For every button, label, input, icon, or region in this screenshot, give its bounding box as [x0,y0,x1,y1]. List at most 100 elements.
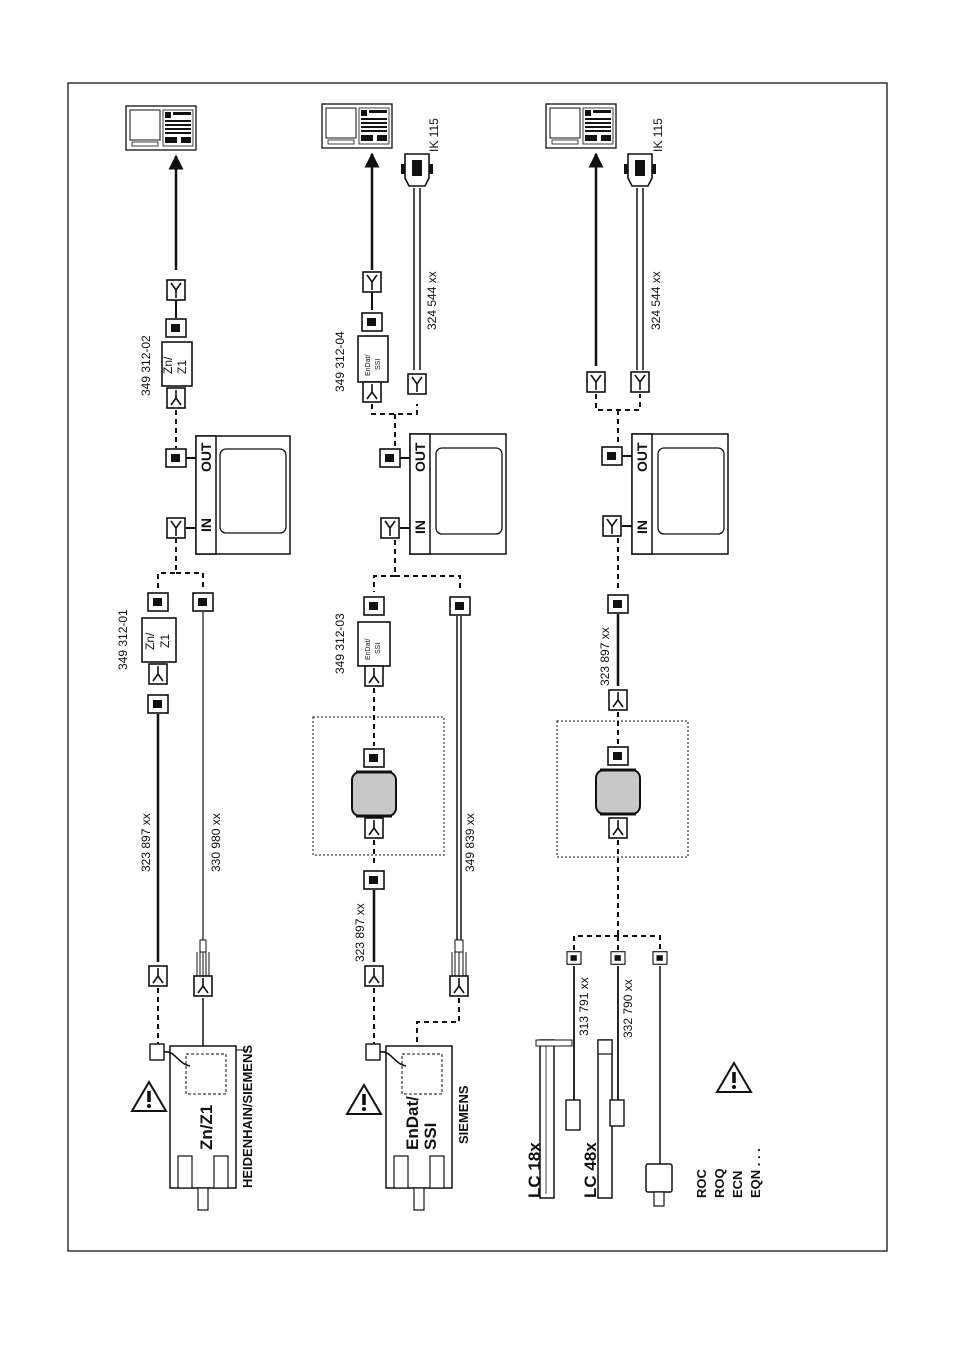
rotary-encoder-icon [645,1163,673,1207]
encoder-type: ROQ [712,1168,727,1198]
encoder-type: ECN [730,1171,745,1198]
monitor-icon [545,103,617,149]
adapter-box [141,617,177,663]
scale-label: LC 48x [581,1142,600,1198]
connector-icon [407,373,427,395]
connector-icon [363,748,385,768]
connector-icon [148,663,168,685]
port-out-label: OUT [634,442,650,472]
connector-icon [364,817,384,839]
adapter-box [357,621,391,667]
connector-icon [165,318,187,338]
connector-icon [362,381,382,403]
adapter-box [357,335,389,383]
connector-icon [364,665,384,687]
cable-label: 324 544 xx [425,271,439,330]
maker-label: SIEMENS [456,1085,471,1144]
adapter-code: 349 312-01 [116,609,130,670]
connector-icon [610,951,626,965]
connector-icon [379,448,401,468]
connector-icon [363,596,385,616]
monitor-icon [321,103,393,149]
connector-icon [166,517,186,539]
connector-icon [380,517,400,539]
cable-label: 330 980 xx [209,813,223,872]
adapter-label: SSI [375,359,382,370]
warning-icon [346,1084,382,1115]
port-in-label: IN [198,518,214,532]
counter-device: OUT IN [195,435,291,555]
cable-label: 323 897 xx [353,903,367,962]
motor-icon [149,1043,248,1211]
connector-icon [608,689,628,711]
encoder-icon [351,771,397,817]
motor-icon [365,1043,453,1211]
connector-icon [602,515,622,537]
connector-icon [192,592,214,612]
connector-icon [607,594,629,614]
connector-icon [148,965,168,987]
connector-icon [147,592,169,612]
adapter-code: 349 312-04 [333,331,347,392]
connector-icon [449,596,471,616]
connector-icon [449,975,469,997]
counter-device: OUT IN [409,433,507,555]
linear-scale-lc48 [597,1039,625,1199]
adapter-code: 349 312-03 [333,613,347,674]
linear-scale-lc18 [535,1039,581,1199]
row-2: EnDat/ SSI 349 312-04 IK 115 324 544 xx … [312,103,507,1211]
connector-icon [166,279,186,301]
encoder-icon [595,769,641,815]
page-frame [67,82,888,1252]
port-out-label: OUT [198,442,214,472]
row-3: IK 115 324 544 xx OUT IN 323 897 xx [525,103,763,1207]
adapter-label: Z1 [175,360,189,374]
cable-label: 349 839 xx [463,813,477,872]
row-1: Zn/ Z1 349 312-02 OUT IN Zn/ Z1 349 312-… [116,105,291,1211]
connector-icon [630,371,650,393]
connector-icon [361,312,383,332]
motor-label: SSI [421,1123,440,1150]
connector-icon [166,387,186,409]
connector-icon [601,446,623,466]
cable-label: 323 897 xx [598,627,612,686]
counter-device: OUT IN [631,433,729,555]
warning-icon [131,1081,167,1112]
port-in-label: IN [412,520,428,534]
cable-label: 324 544 xx [649,271,663,330]
motor-label: EnDat/ [403,1096,422,1150]
optional-box [312,716,445,856]
motor-label: Zn/Z1 [197,1105,216,1150]
adapter-label: Zn/ [143,632,157,650]
connector-icon [652,951,668,965]
connector-icon [607,746,629,766]
port-in-label: IN [634,520,650,534]
monitor-icon [125,105,197,151]
ik-plug-icon [400,153,434,187]
connector-icon [608,817,628,839]
ik-label: IK 115 [651,118,665,152]
adapter-box [161,341,193,387]
cable-label: 332 790 xx [621,979,635,1038]
optional-box [556,720,689,858]
maker-label: HEIDENHAIN/SIEMENS [240,1045,255,1188]
connector-icon [586,371,606,393]
connector-icon [193,975,213,997]
encoder-type: EQN . . . [748,1148,763,1198]
adapter-label: EnDat/ [365,639,372,660]
connector-icon [363,870,385,890]
cable-label: 323 897 xx [139,813,153,872]
adapter-label: SSI [375,643,382,654]
adapter-label: EnDat/ [365,355,372,376]
connector-icon [362,271,382,293]
port-out-label: OUT [412,442,428,472]
adapter-label: Zn/ [161,356,175,374]
adapter-label: Z1 [158,634,172,648]
connector-icon [566,951,582,965]
connector-icon [165,448,187,468]
connector-icon [147,694,169,714]
connector-icon [364,965,384,987]
ik-plug-icon [623,153,657,187]
adapter-code: 349 312-02 [139,335,153,396]
